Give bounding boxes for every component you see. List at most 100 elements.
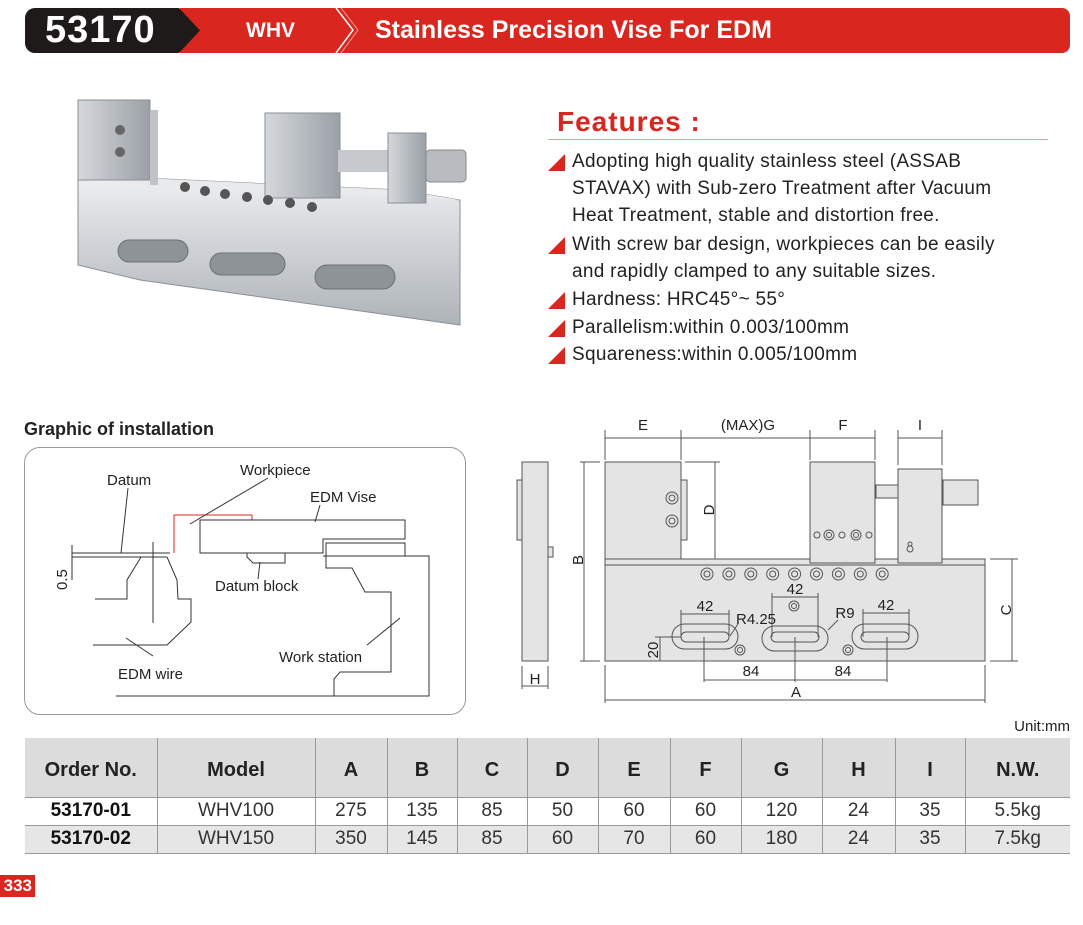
dim-d: D <box>701 504 718 515</box>
column-header: G <box>740 738 822 797</box>
header-code-badge <box>25 8 200 53</box>
mounting-hole-icon <box>813 570 820 578</box>
feature-line: Hardness: HRC45°~ 55° <box>572 289 786 310</box>
feature-item: Hardness: HRC45°~ 55° <box>548 286 1058 313</box>
mounting-hole-icon <box>853 567 867 581</box>
mounting-hole-icon <box>791 570 799 578</box>
table-cell: 85 <box>456 825 527 853</box>
feature-line: Adopting high quality stainless steel (A… <box>572 151 962 172</box>
table-cell: 24 <box>821 797 895 825</box>
page-number: 333 <box>0 875 35 897</box>
table-cell: 60 <box>669 825 741 853</box>
dim-h: H <box>530 671 541 688</box>
table-cell: 350 <box>314 825 387 853</box>
dim-g: (MAX)G <box>721 417 775 434</box>
feature-line: and rapidly clamped to any suitable size… <box>572 261 937 282</box>
installation-title: Graphic of installation <box>24 419 215 439</box>
table-cell: 180 <box>740 825 822 853</box>
bullet-triangle-icon <box>548 154 565 171</box>
installation-diagram: Datum Workpiece EDM Vise Datum block EDM… <box>54 462 430 697</box>
label-edm-wire: EDM wire <box>118 666 183 683</box>
chevron-icon <box>335 8 359 53</box>
table-cell: 35 <box>894 797 965 825</box>
features-title: Features : <box>557 106 701 137</box>
table-cell: 35 <box>894 825 965 853</box>
table-cell: 60 <box>669 797 741 825</box>
column-header: C <box>456 738 527 797</box>
mounting-hole-icon <box>747 570 755 578</box>
column-header: F <box>669 738 741 797</box>
mounting-hole-icon <box>766 567 780 581</box>
feature-item: Parallelism:within 0.003/100mm <box>548 314 1058 341</box>
dim-height: 20 <box>645 642 662 659</box>
feature-line: Parallelism:within 0.003/100mm <box>572 317 850 338</box>
column-header: N.W. <box>964 738 1070 797</box>
column-header: E <box>597 738 670 797</box>
column-header: Model <box>156 738 315 797</box>
column-header: Order No. <box>44 758 137 781</box>
dim-e: E <box>638 417 648 434</box>
dim-slot: 42 <box>787 581 804 598</box>
dim-radius: R4.25 <box>736 611 776 628</box>
mounting-hole-icon <box>722 567 736 581</box>
dim-pitch: 84 <box>743 663 760 680</box>
mounting-hole-icon <box>703 570 711 578</box>
feature-line: Squareness:within 0.005/100mm <box>572 344 858 365</box>
mounting-hole-icon <box>875 567 889 581</box>
feature-item: With screw bar design, workpieces can be… <box>548 231 1058 285</box>
column-header: H <box>821 738 895 797</box>
feature-line: STAVAX) with Sub-zero Treatment after Va… <box>572 178 992 199</box>
unit-label: Unit:mm <box>1014 718 1070 735</box>
page-title: Stainless Precision Vise For EDM <box>375 16 772 44</box>
product-series: WHV <box>246 19 295 42</box>
label-work-station: Work station <box>279 649 362 666</box>
dim-a: A <box>791 684 801 701</box>
mounting-hole-icon <box>834 570 842 578</box>
vise-product-photo <box>77 99 467 326</box>
mounting-hole-icon <box>769 570 777 578</box>
table-cell: 70 <box>597 825 670 853</box>
table-cell: 53170-02 <box>50 828 131 849</box>
table-cell: 7.5kg <box>964 825 1070 853</box>
dim-c: C <box>998 604 1015 615</box>
column-header: B <box>386 738 457 797</box>
feature-line: Heat Treatment, stable and distortion fr… <box>572 205 940 226</box>
feature-item: Squareness:within 0.005/100mm <box>548 341 1058 368</box>
mounting-hole-icon <box>810 567 823 581</box>
dimension-drawing: E (MAX)G F I B D C A H 42 42 42 84 84 R4… <box>516 417 1018 703</box>
table-cell: WHV100 <box>156 797 315 825</box>
dim-i: I <box>918 417 922 434</box>
table-cell: WHV150 <box>156 825 315 853</box>
dim-f: F <box>838 417 847 434</box>
dim-slot: 42 <box>878 597 895 614</box>
bullet-triangle-icon <box>548 292 565 309</box>
table-cell: 85 <box>456 797 527 825</box>
dim-pitch: 84 <box>835 663 852 680</box>
mounting-hole-icon <box>788 567 802 581</box>
feature-item: Adopting high quality stainless steel (A… <box>548 148 1058 229</box>
dim-b: B <box>570 555 587 565</box>
dim-radius: R9 <box>835 605 854 622</box>
table-cell: 120 <box>740 797 822 825</box>
features-divider <box>548 139 1048 140</box>
column-header: A <box>314 738 387 797</box>
mounting-hole-icon <box>725 570 733 578</box>
mounting-hole-icon <box>856 570 864 578</box>
table-cell: 24 <box>821 825 895 853</box>
table-cell: 60 <box>526 825 598 853</box>
label-datum-block: Datum block <box>215 578 299 595</box>
label-datum: Datum <box>107 472 151 489</box>
dim-slot: 42 <box>697 598 714 615</box>
header-band <box>180 8 1070 53</box>
mounting-hole-icon <box>744 567 758 581</box>
bullet-triangle-icon <box>548 237 565 254</box>
column-header: I <box>894 738 965 797</box>
table-cell: 135 <box>386 797 457 825</box>
table-cell: 60 <box>597 797 670 825</box>
label-edm-vise: EDM Vise <box>310 489 376 506</box>
mounting-hole-icon <box>878 570 886 578</box>
